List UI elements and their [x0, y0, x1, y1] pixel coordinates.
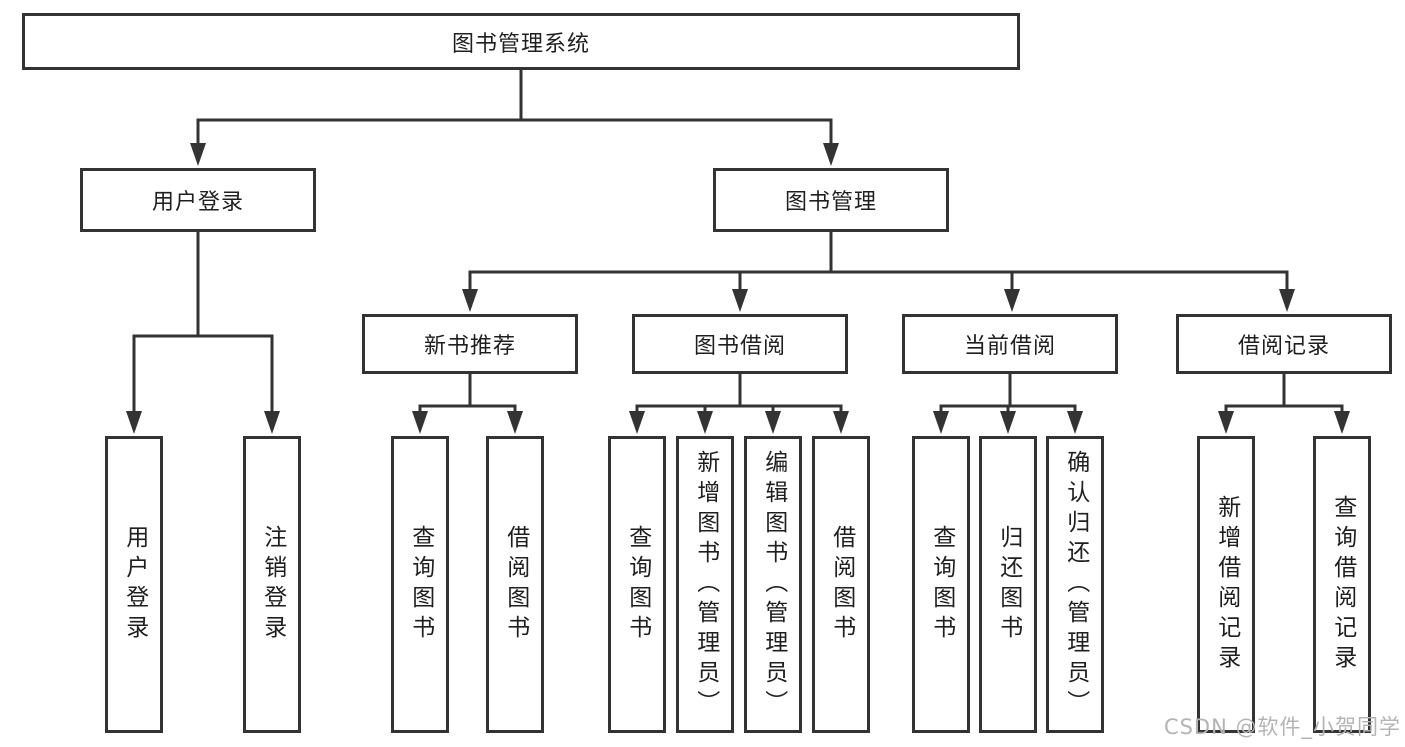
- leaf-confirm-return-admin: 确认归还（管理员）: [1046, 436, 1104, 733]
- csdn-watermark: CSDN @软件_小贺同学: [1163, 715, 1401, 739]
- leaf-add-borrow-record-label: 新增借阅记录: [1213, 494, 1240, 675]
- node-book-management: 图书管理: [713, 168, 949, 232]
- leaf-add-books-admin-label: 新增图书（管理员）: [692, 449, 719, 720]
- node-book-management-label: 图书管理: [784, 190, 877, 215]
- node-book-borrowing-label: 图书借阅: [693, 334, 786, 359]
- node-current-borrowing-label: 当前借阅: [963, 334, 1056, 359]
- node-borrowing-records: 借阅记录: [1176, 314, 1392, 374]
- leaf-user-login: 用户登录: [105, 436, 163, 733]
- node-current-borrowing: 当前借阅: [902, 314, 1118, 374]
- leaf-borrow-books-recommend: 借阅图书: [486, 436, 544, 733]
- leaf-borrow-books: 借阅图书: [812, 436, 870, 733]
- leaf-confirm-return-admin-label: 确认归还（管理员）: [1062, 449, 1089, 720]
- node-book-borrowing: 图书借阅: [632, 314, 848, 374]
- node-borrowing-records-label: 借阅记录: [1237, 334, 1330, 359]
- leaf-query-books-borrow: 查询图书: [608, 436, 666, 733]
- leaf-query-books-recommend-label: 查询图书: [407, 524, 434, 645]
- node-root-label: 图书管理系统: [451, 31, 590, 57]
- leaf-query-books-recommend: 查询图书: [391, 436, 449, 733]
- leaf-logout: 注销登录: [243, 436, 301, 733]
- node-root: 图书管理系统: [22, 13, 1020, 70]
- leaf-edit-books-admin: 编辑图书（管理员）: [744, 436, 802, 733]
- leaf-user-login-label: 用户登录: [121, 524, 148, 645]
- leaf-edit-books-admin-label: 编辑图书（管理员）: [760, 449, 787, 720]
- node-new-book-recommendation: 新书推荐: [362, 314, 578, 374]
- node-user-login-label: 用户登录: [151, 190, 244, 215]
- leaf-query-books-borrow-label: 查询图书: [624, 524, 651, 645]
- leaf-query-borrow-record-label: 查询借阅记录: [1329, 494, 1356, 675]
- leaf-add-books-admin: 新增图书（管理员）: [676, 436, 734, 733]
- node-new-book-recommendation-label: 新书推荐: [423, 334, 516, 359]
- leaf-borrow-books-recommend-label: 借阅图书: [502, 524, 529, 645]
- leaf-query-books-current-label: 查询图书: [928, 524, 955, 645]
- leaf-query-books-current: 查询图书: [912, 436, 970, 733]
- leaf-return-books: 归还图书: [979, 436, 1037, 733]
- leaf-logout-label: 注销登录: [259, 524, 286, 645]
- leaf-borrow-books-label: 借阅图书: [828, 524, 855, 645]
- node-user-login: 用户登录: [80, 168, 316, 232]
- leaf-return-books-label: 归还图书: [995, 524, 1022, 645]
- leaf-query-borrow-record: 查询借阅记录: [1313, 436, 1371, 733]
- leaf-add-borrow-record: 新增借阅记录: [1197, 436, 1255, 733]
